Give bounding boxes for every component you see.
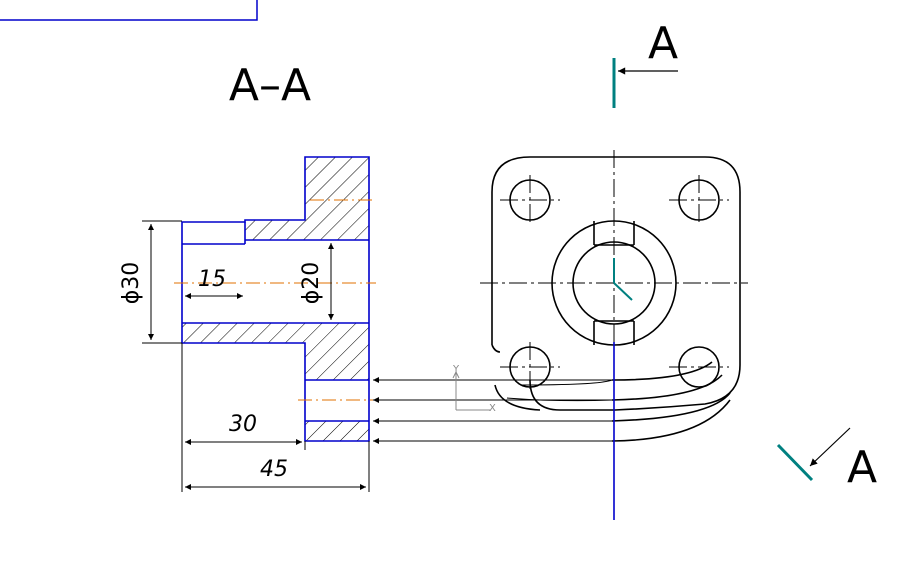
dim-15-text: 15 bbox=[198, 267, 226, 292]
dim-d30-text: ϕ30 bbox=[119, 262, 144, 305]
flange-outline bbox=[529, 156, 741, 411]
view-mark-top bbox=[612, 58, 678, 108]
dim-30-text: 30 bbox=[229, 412, 257, 437]
view-mark-side-label: A bbox=[847, 442, 877, 493]
frame-corner bbox=[0, 0, 258, 21]
coordinate-axes-icon bbox=[452, 371, 490, 411]
section-centerlines bbox=[174, 199, 376, 401]
dim-length-30 bbox=[181, 343, 306, 492]
dim-45-text: 45 bbox=[260, 457, 288, 482]
hatched-regions bbox=[181, 156, 370, 442]
projection-lines bbox=[373, 377, 612, 444]
rotation-indicator bbox=[613, 258, 633, 301]
dim-diameter-30 bbox=[142, 220, 182, 344]
dim-d20-text: ϕ20 bbox=[299, 262, 324, 305]
section-outline bbox=[181, 156, 370, 442]
view-mark-top-label: A bbox=[648, 18, 678, 69]
axis-x-label: X bbox=[489, 403, 496, 414]
dim-length-45 bbox=[185, 441, 370, 492]
section-title: A–A bbox=[229, 60, 311, 111]
axis-y-label: Y bbox=[452, 364, 460, 375]
section-view: ϕ30 ϕ20 15 30 45 bbox=[119, 156, 376, 492]
view-mark-side bbox=[776, 427, 851, 482]
